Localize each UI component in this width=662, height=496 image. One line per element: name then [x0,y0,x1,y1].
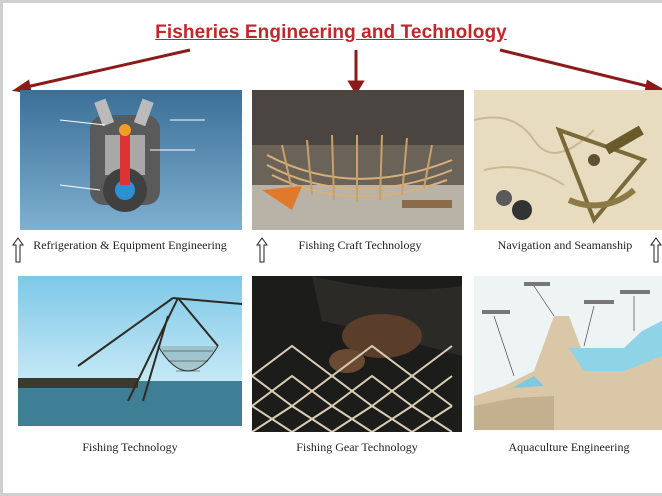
caption-fishing-technology: Fishing Technology [82,440,178,454]
caption-refrigeration: Refrigeration & Equipment Engineering [33,238,227,252]
caption-navigation: Navigation and Seamanship [497,238,633,252]
up-arrow-icon [12,237,24,263]
arrow-center-head [347,80,365,95]
engine-image [20,90,242,230]
sextant-map-image [474,90,662,230]
arrow-right [499,48,656,90]
up-arrow-icon [256,237,268,263]
net-mending-image [252,276,462,432]
up-arrow-icon [650,237,662,263]
caption-aquaculture: Aquaculture Engineering [508,440,630,454]
chinese-net-image [18,276,242,426]
caption-fishing-craft: Fishing Craft Technology [298,238,422,252]
arrow-left [21,48,191,90]
caption-fishing-gear: Fishing Gear Technology [296,440,418,454]
boat-construction-image [252,90,464,230]
slide-title: Fisheries Engineering and Technology [155,22,507,43]
aquaculture-diagram-image [474,276,662,430]
